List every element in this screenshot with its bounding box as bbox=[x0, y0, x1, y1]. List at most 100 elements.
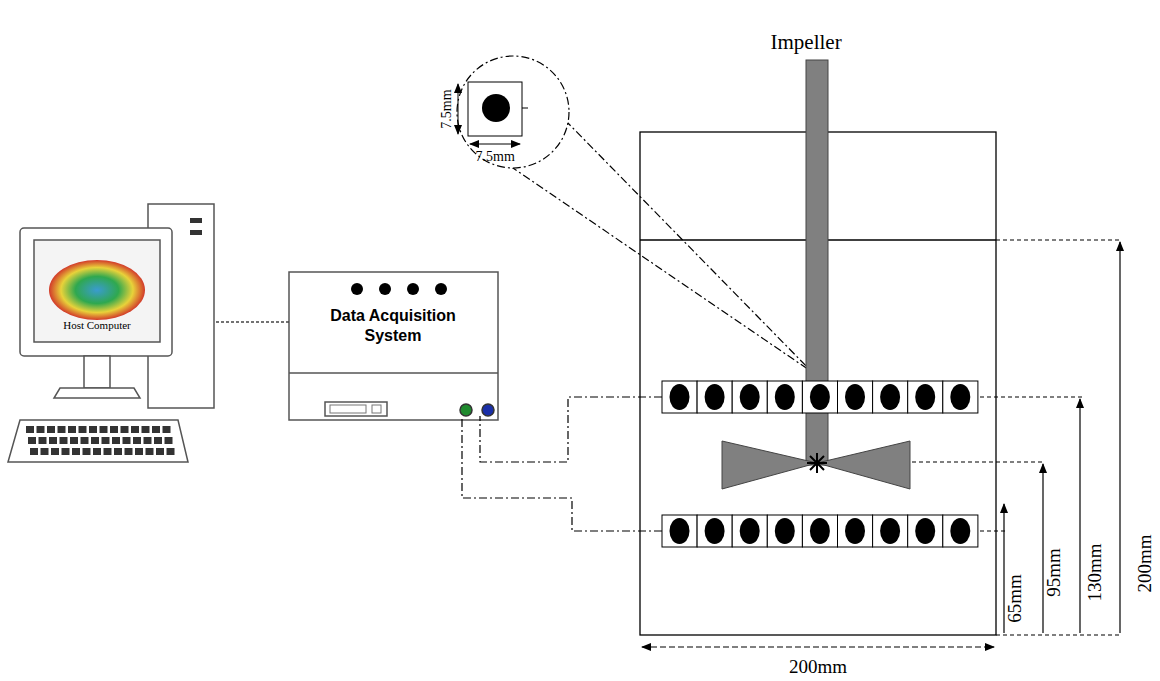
key bbox=[93, 448, 101, 455]
key bbox=[72, 448, 80, 455]
key bbox=[30, 448, 38, 455]
key bbox=[144, 437, 152, 444]
key bbox=[62, 448, 70, 455]
electrode bbox=[880, 384, 900, 410]
sensor-cell bbox=[802, 381, 837, 413]
key bbox=[102, 437, 110, 444]
key bbox=[163, 426, 171, 433]
sensor-cell bbox=[697, 515, 732, 547]
sensor-cell bbox=[732, 515, 767, 547]
dimension: 200mm bbox=[789, 657, 847, 676]
sensor-cell bbox=[873, 515, 908, 547]
key bbox=[125, 448, 133, 455]
electrode bbox=[880, 518, 900, 544]
host-computer: Host Computer bbox=[18, 204, 216, 462]
sensor-cell bbox=[838, 381, 873, 413]
key bbox=[167, 448, 175, 455]
key bbox=[51, 448, 59, 455]
key bbox=[37, 426, 45, 433]
zoom-detail bbox=[457, 56, 569, 168]
key bbox=[112, 437, 120, 444]
dimension: 65mm bbox=[1004, 574, 1023, 623]
sensor-cell bbox=[662, 515, 697, 547]
dimension: 130mm bbox=[1085, 543, 1104, 601]
electrode bbox=[670, 518, 690, 544]
key bbox=[68, 426, 76, 433]
daq-box: Data Acquisition System bbox=[289, 272, 498, 420]
key bbox=[41, 448, 49, 455]
key bbox=[79, 426, 87, 433]
sensor-cell bbox=[662, 381, 697, 413]
electrode bbox=[775, 518, 795, 544]
key bbox=[152, 426, 160, 433]
electrode bbox=[705, 384, 725, 410]
key bbox=[47, 426, 55, 433]
electrode bbox=[810, 518, 830, 544]
sensor-rows bbox=[662, 381, 978, 547]
sensor-cell bbox=[943, 515, 978, 547]
sensor-cell bbox=[908, 381, 943, 413]
key bbox=[146, 448, 154, 455]
dimension: 200mm bbox=[1135, 534, 1154, 592]
key bbox=[26, 426, 34, 433]
electrode bbox=[810, 384, 830, 410]
key bbox=[28, 437, 36, 444]
sensor-cell bbox=[873, 381, 908, 413]
key bbox=[154, 437, 162, 444]
key bbox=[123, 437, 131, 444]
electrode bbox=[740, 518, 760, 544]
electrode bbox=[915, 384, 935, 410]
key bbox=[81, 437, 89, 444]
key bbox=[110, 426, 118, 433]
key bbox=[156, 448, 164, 455]
sensor-cell bbox=[697, 381, 732, 413]
key bbox=[91, 437, 99, 444]
key bbox=[133, 437, 141, 444]
electrode bbox=[915, 518, 935, 544]
impeller-blades bbox=[722, 441, 910, 489]
electrode bbox=[845, 518, 865, 544]
daq-unit bbox=[289, 272, 498, 420]
key bbox=[165, 437, 173, 444]
key bbox=[100, 426, 108, 433]
key bbox=[60, 437, 68, 444]
sensor-cell bbox=[908, 515, 943, 547]
sensor-cell bbox=[838, 515, 873, 547]
key bbox=[58, 426, 66, 433]
electrode bbox=[950, 518, 970, 544]
key bbox=[104, 448, 112, 455]
electrode bbox=[670, 384, 690, 410]
key bbox=[114, 448, 122, 455]
node-text: Data Acquisition System bbox=[318, 306, 468, 346]
data-link bbox=[216, 321, 289, 322]
key bbox=[89, 426, 97, 433]
dimension: 7.5mm bbox=[439, 89, 453, 128]
node-text: Host Computer bbox=[63, 319, 131, 333]
key bbox=[39, 437, 47, 444]
electrode bbox=[845, 384, 865, 410]
sensor-cell bbox=[767, 381, 802, 413]
key bbox=[131, 426, 139, 433]
sensor-cell bbox=[767, 515, 802, 547]
electrode bbox=[705, 518, 725, 544]
electrode bbox=[775, 384, 795, 410]
sensor-cell bbox=[943, 381, 978, 413]
dimension-lines bbox=[642, 240, 1122, 647]
key bbox=[49, 437, 57, 444]
dimension: 95mm bbox=[1043, 548, 1062, 597]
key bbox=[70, 437, 78, 444]
key bbox=[135, 448, 143, 455]
key bbox=[142, 426, 150, 433]
sensor-cell bbox=[802, 515, 837, 547]
electrode bbox=[740, 384, 760, 410]
electrode bbox=[950, 384, 970, 410]
computer bbox=[8, 204, 214, 462]
sensor-cell bbox=[732, 381, 767, 413]
key bbox=[83, 448, 91, 455]
key bbox=[121, 426, 129, 433]
keyboard-keys bbox=[26, 426, 175, 455]
dimension: 7.5mm bbox=[476, 150, 515, 164]
